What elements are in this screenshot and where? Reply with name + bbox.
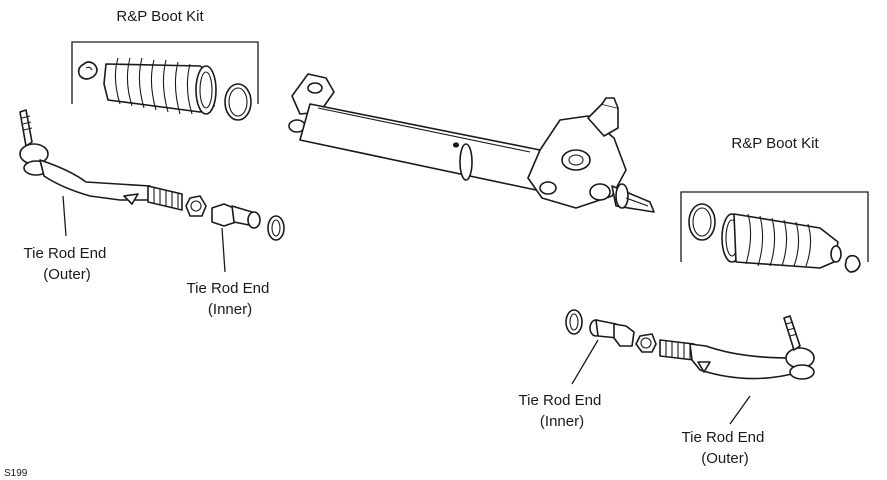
boot-clamp-small-right — [844, 254, 861, 273]
rack-boot-left — [103, 57, 217, 115]
boot-kit-left-group: R&P Boot Kit — [71, 8, 259, 121]
boot-clamp-small-left — [77, 61, 98, 80]
tie-rod-inner-left-line2: (Inner) — [208, 301, 252, 318]
svg-text:Tie Rod End (Inner): Tie Rod End (Inner) — [187, 280, 274, 318]
tie-rod-inner-left-line1: Tie Rod End — [187, 280, 270, 297]
svg-text:Tie Rod End (Outer): Tie Rod End (Outer) — [24, 245, 111, 283]
inner-ring-right — [565, 309, 583, 335]
leader-line — [571, 339, 599, 385]
tie-rod-end-inner-left — [211, 203, 261, 229]
leader-line — [62, 195, 67, 237]
rack-and-pinion-assembly — [288, 73, 655, 213]
leader-line — [729, 395, 751, 425]
svg-text:Tie Rod End (Outer): Tie Rod End (Outer) — [682, 429, 769, 467]
boot-kit-right-bracket — [680, 191, 869, 262]
callout-tie-rod-outer-left: Tie Rod End (Outer) — [24, 195, 111, 283]
tie-rod-outer-right-line2: (Outer) — [701, 450, 749, 467]
boot-kit-left-label: R&P Boot Kit — [116, 8, 204, 25]
boot-clamp-large-left — [224, 83, 252, 121]
jam-nut-right — [635, 333, 657, 353]
callout-tie-rod-inner-left: Tie Rod End (Inner) — [187, 227, 274, 318]
tie-rod-inner-right-line1: Tie Rod End — [519, 392, 602, 409]
tie-rod-outer-left-line2: (Outer) — [43, 266, 91, 283]
boot-kit-right-label: R&P Boot Kit — [731, 135, 819, 152]
tie-rod-end-inner-right — [589, 319, 635, 347]
leader-line — [221, 227, 226, 273]
jam-nut-left — [185, 195, 207, 217]
boot-kit-right-group: R&P Boot Kit — [680, 135, 869, 273]
callout-tie-rod-inner-right: Tie Rod End (Inner) — [519, 339, 606, 430]
tie-rod-end-outer-left — [19, 109, 183, 211]
svg-text:Tie Rod End (Inner): Tie Rod End (Inner) — [519, 392, 606, 430]
tie-rod-outer-left-line1: Tie Rod End — [24, 245, 107, 262]
tie-rod-inner-right-line2: (Inner) — [540, 413, 584, 430]
tie-rod-outer-right-line1: Tie Rod End — [682, 429, 765, 446]
tie-rod-end-outer-right — [659, 315, 815, 380]
boot-kit-left-bracket — [71, 41, 259, 104]
rack-boot-right — [721, 213, 842, 269]
inner-ring-left — [267, 215, 285, 241]
figure-id: S199 — [4, 468, 28, 479]
callout-tie-rod-outer-right: Tie Rod End (Outer) — [682, 395, 769, 467]
boot-clamp-large-right — [688, 203, 716, 241]
